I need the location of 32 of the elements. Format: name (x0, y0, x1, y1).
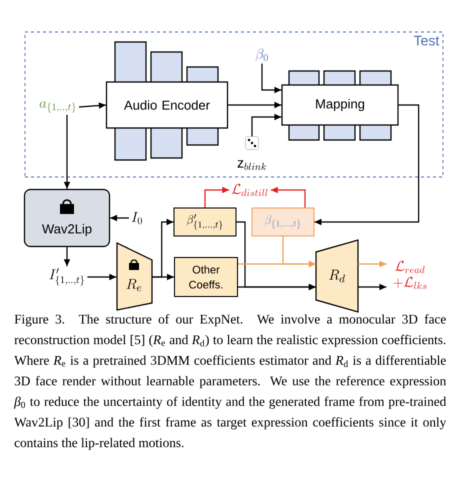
arrow (358, 284, 386, 290)
loss-label: $\mathcal{L}_{read}$ $+\mathcal{L}_{lks}$ (393, 260, 426, 290)
arrow (261, 64, 282, 94)
math-label: $\mathcal{L}_{distill}$ (232, 184, 268, 196)
model-box: Wav2Lip (24, 188, 110, 248)
renderer-trapezoid: $R_d$ (315, 239, 359, 313)
arrow (204, 186, 230, 208)
module-box: Audio Encoder (106, 81, 228, 129)
variable-label: $\mathrm{z}_{blink}$ (238, 160, 266, 170)
arrow (110, 214, 129, 222)
math-label: $I'_{\{1,..,t\}}$ (49, 268, 84, 286)
math-label: $I_0$ (132, 212, 142, 224)
arrow (78, 102, 106, 109)
coeff-box: Other Coeffs. (174, 257, 238, 297)
coeff-box: $\beta'_{\{1,...,t\}}$ (174, 208, 236, 236)
arrow (282, 236, 316, 268)
math-label: $\beta_0$ (256, 48, 268, 62)
arrow (358, 260, 386, 268)
arrow (87, 274, 116, 280)
coeff-box: $\beta_{\{1,...,t\}}$ (252, 208, 314, 236)
arrow (314, 104, 420, 226)
arrow (270, 186, 306, 208)
renderer-trapezoid: $R_e$ (116, 242, 153, 311)
arrow (238, 284, 316, 290)
arrow (64, 247, 70, 266)
arrow (152, 274, 174, 280)
module-box: Mapping (281, 84, 399, 126)
caption: Figure 3. The structure of our ExpNet. We involve a monocular 3D face reconstruction model [5] (R$_{e}$ and R$_{d}$) to learn the realistic expression coefficients. Where R$_{e}$ is a pretrained 3DMM coefficients estimator and R$_{d}$ is a differentiable 3D face render without learnable parameters. We use the reference expression β$_{0}$ to reduce the uncertainty of identity and the generated frame from pre-trained Wav2Lip [30] and the first frame as target expression coefficients since it only contains the lip-related motions. (14, 314, 446, 450)
arrow (64, 114, 70, 189)
math-label: $a_{\{1,..,t\}}$ (40, 101, 76, 113)
arrow (228, 102, 282, 108)
arrow (251, 114, 282, 136)
